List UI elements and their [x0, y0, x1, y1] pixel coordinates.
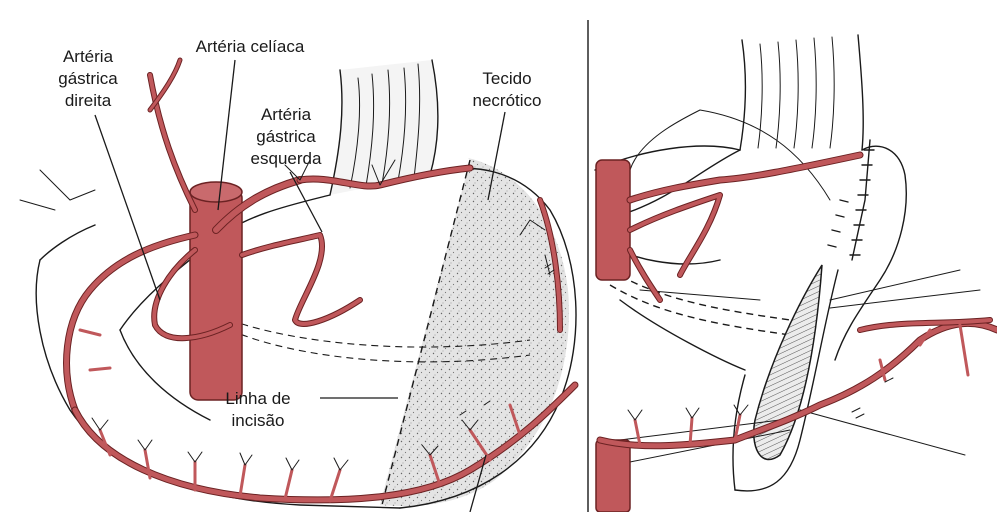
right-panel — [595, 35, 997, 512]
left-panel: Artéria gástrica direita Artéria celíaca… — [20, 37, 576, 512]
traction-sutures — [620, 110, 980, 462]
label-right-gastric-artery: Artéria gástrica direita — [58, 47, 118, 110]
esophagus-right — [740, 35, 863, 150]
label-left-gastric-artery: Artéria gástrica esquerda — [251, 105, 322, 168]
svg-text:gástrica: gástrica — [256, 127, 316, 146]
svg-text:gástrica: gástrica — [58, 69, 118, 88]
svg-text:direita: direita — [65, 91, 112, 110]
label-celiac-artery: Artéria celíaca — [196, 37, 305, 56]
label-incision-line: Linha de incisão — [225, 389, 290, 430]
svg-text:incisão: incisão — [232, 411, 285, 430]
svg-text:esquerda: esquerda — [251, 149, 322, 168]
svg-text:Artéria: Artéria — [63, 47, 114, 66]
aorta-right — [596, 160, 630, 512]
svg-text:necrótico: necrótico — [473, 91, 542, 110]
svg-text:Tecido: Tecido — [482, 69, 531, 88]
svg-text:Artéria: Artéria — [261, 105, 312, 124]
label-necrotic-tissue: Tecido necrótico — [473, 69, 542, 110]
svg-text:Linha de: Linha de — [225, 389, 290, 408]
